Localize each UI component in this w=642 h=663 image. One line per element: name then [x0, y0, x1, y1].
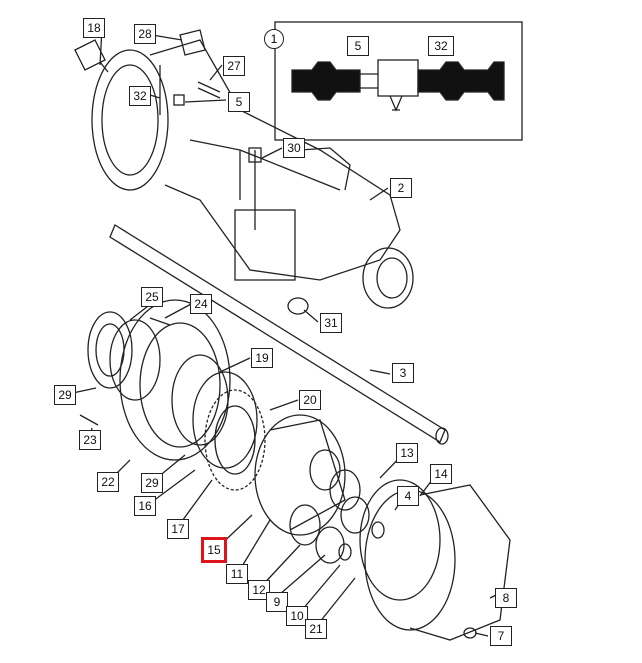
- callout-23: 23: [79, 430, 101, 450]
- inset-frame: [274, 21, 523, 141]
- callout-29-top: 29: [54, 385, 76, 405]
- inset-label-32: 32: [428, 36, 454, 56]
- bolt-23: [79, 414, 99, 426]
- drive-shaft: [109, 224, 446, 443]
- callout-5: 5: [228, 92, 250, 112]
- callout-24: 24: [190, 294, 212, 314]
- housing-flange: [91, 49, 169, 191]
- callout-20: 20: [299, 390, 321, 410]
- callout-21: 21: [305, 619, 327, 639]
- callout-14: 14: [430, 464, 452, 484]
- gear-9: [315, 526, 345, 564]
- callout-9: 9: [266, 592, 288, 612]
- callout-8: 8: [495, 588, 517, 608]
- housing-end: [362, 247, 414, 309]
- gear-c: [340, 496, 370, 534]
- callout-15: 15: [201, 537, 227, 563]
- washer-13: [371, 521, 385, 539]
- bolt-24: [149, 317, 171, 326]
- inset-joint: [377, 59, 419, 97]
- bolt-27: [197, 81, 221, 99]
- cover-flange: [364, 489, 456, 631]
- callout-31: 31: [320, 313, 342, 333]
- cap-28: [179, 29, 206, 56]
- callout-16: 16: [134, 496, 156, 516]
- callout-7: 7: [490, 626, 512, 646]
- callout-11: 11: [226, 564, 248, 584]
- gear-12: [289, 504, 321, 546]
- callout-22: 22: [97, 472, 119, 492]
- inset-pin: [389, 95, 403, 112]
- bearing-29: [171, 354, 229, 446]
- callout-18: 18: [83, 18, 105, 38]
- callout-30: 30: [283, 138, 305, 158]
- drum-11: [254, 414, 346, 536]
- gear-a: [309, 449, 341, 491]
- hub-22: [119, 299, 231, 461]
- washer-10: [338, 543, 352, 561]
- callout-32: 32: [129, 86, 151, 106]
- gasket-4: [359, 479, 441, 601]
- cover-8: [409, 484, 511, 641]
- inset-marker: 1: [264, 29, 284, 49]
- callout-2: 2: [390, 178, 412, 198]
- seal-25: [87, 311, 133, 389]
- callout-17: 17: [167, 519, 189, 539]
- callout-19: 19: [251, 348, 273, 368]
- callout-25: 25: [141, 287, 163, 307]
- nut-31: [287, 297, 309, 315]
- callout-27: 27: [223, 56, 245, 76]
- callout-28: 28: [134, 24, 156, 44]
- inset-shaft-right: [417, 61, 505, 101]
- ring-gear-17: [204, 389, 266, 491]
- callout-29-bottom: 29: [141, 473, 163, 493]
- callout-10: 10: [286, 606, 308, 626]
- callout-4: 4: [397, 486, 419, 506]
- inset-label-5: 5: [347, 36, 369, 56]
- callout-13: 13: [396, 443, 418, 463]
- inset-link: [360, 73, 378, 89]
- callout-3: 3: [392, 363, 414, 383]
- gear-b: [329, 469, 361, 511]
- cap-18: [74, 39, 106, 71]
- clamp-block: [234, 209, 296, 281]
- callout-12: 12: [248, 580, 270, 600]
- inset-shaft-left: [291, 61, 361, 101]
- ring-19: [192, 371, 258, 469]
